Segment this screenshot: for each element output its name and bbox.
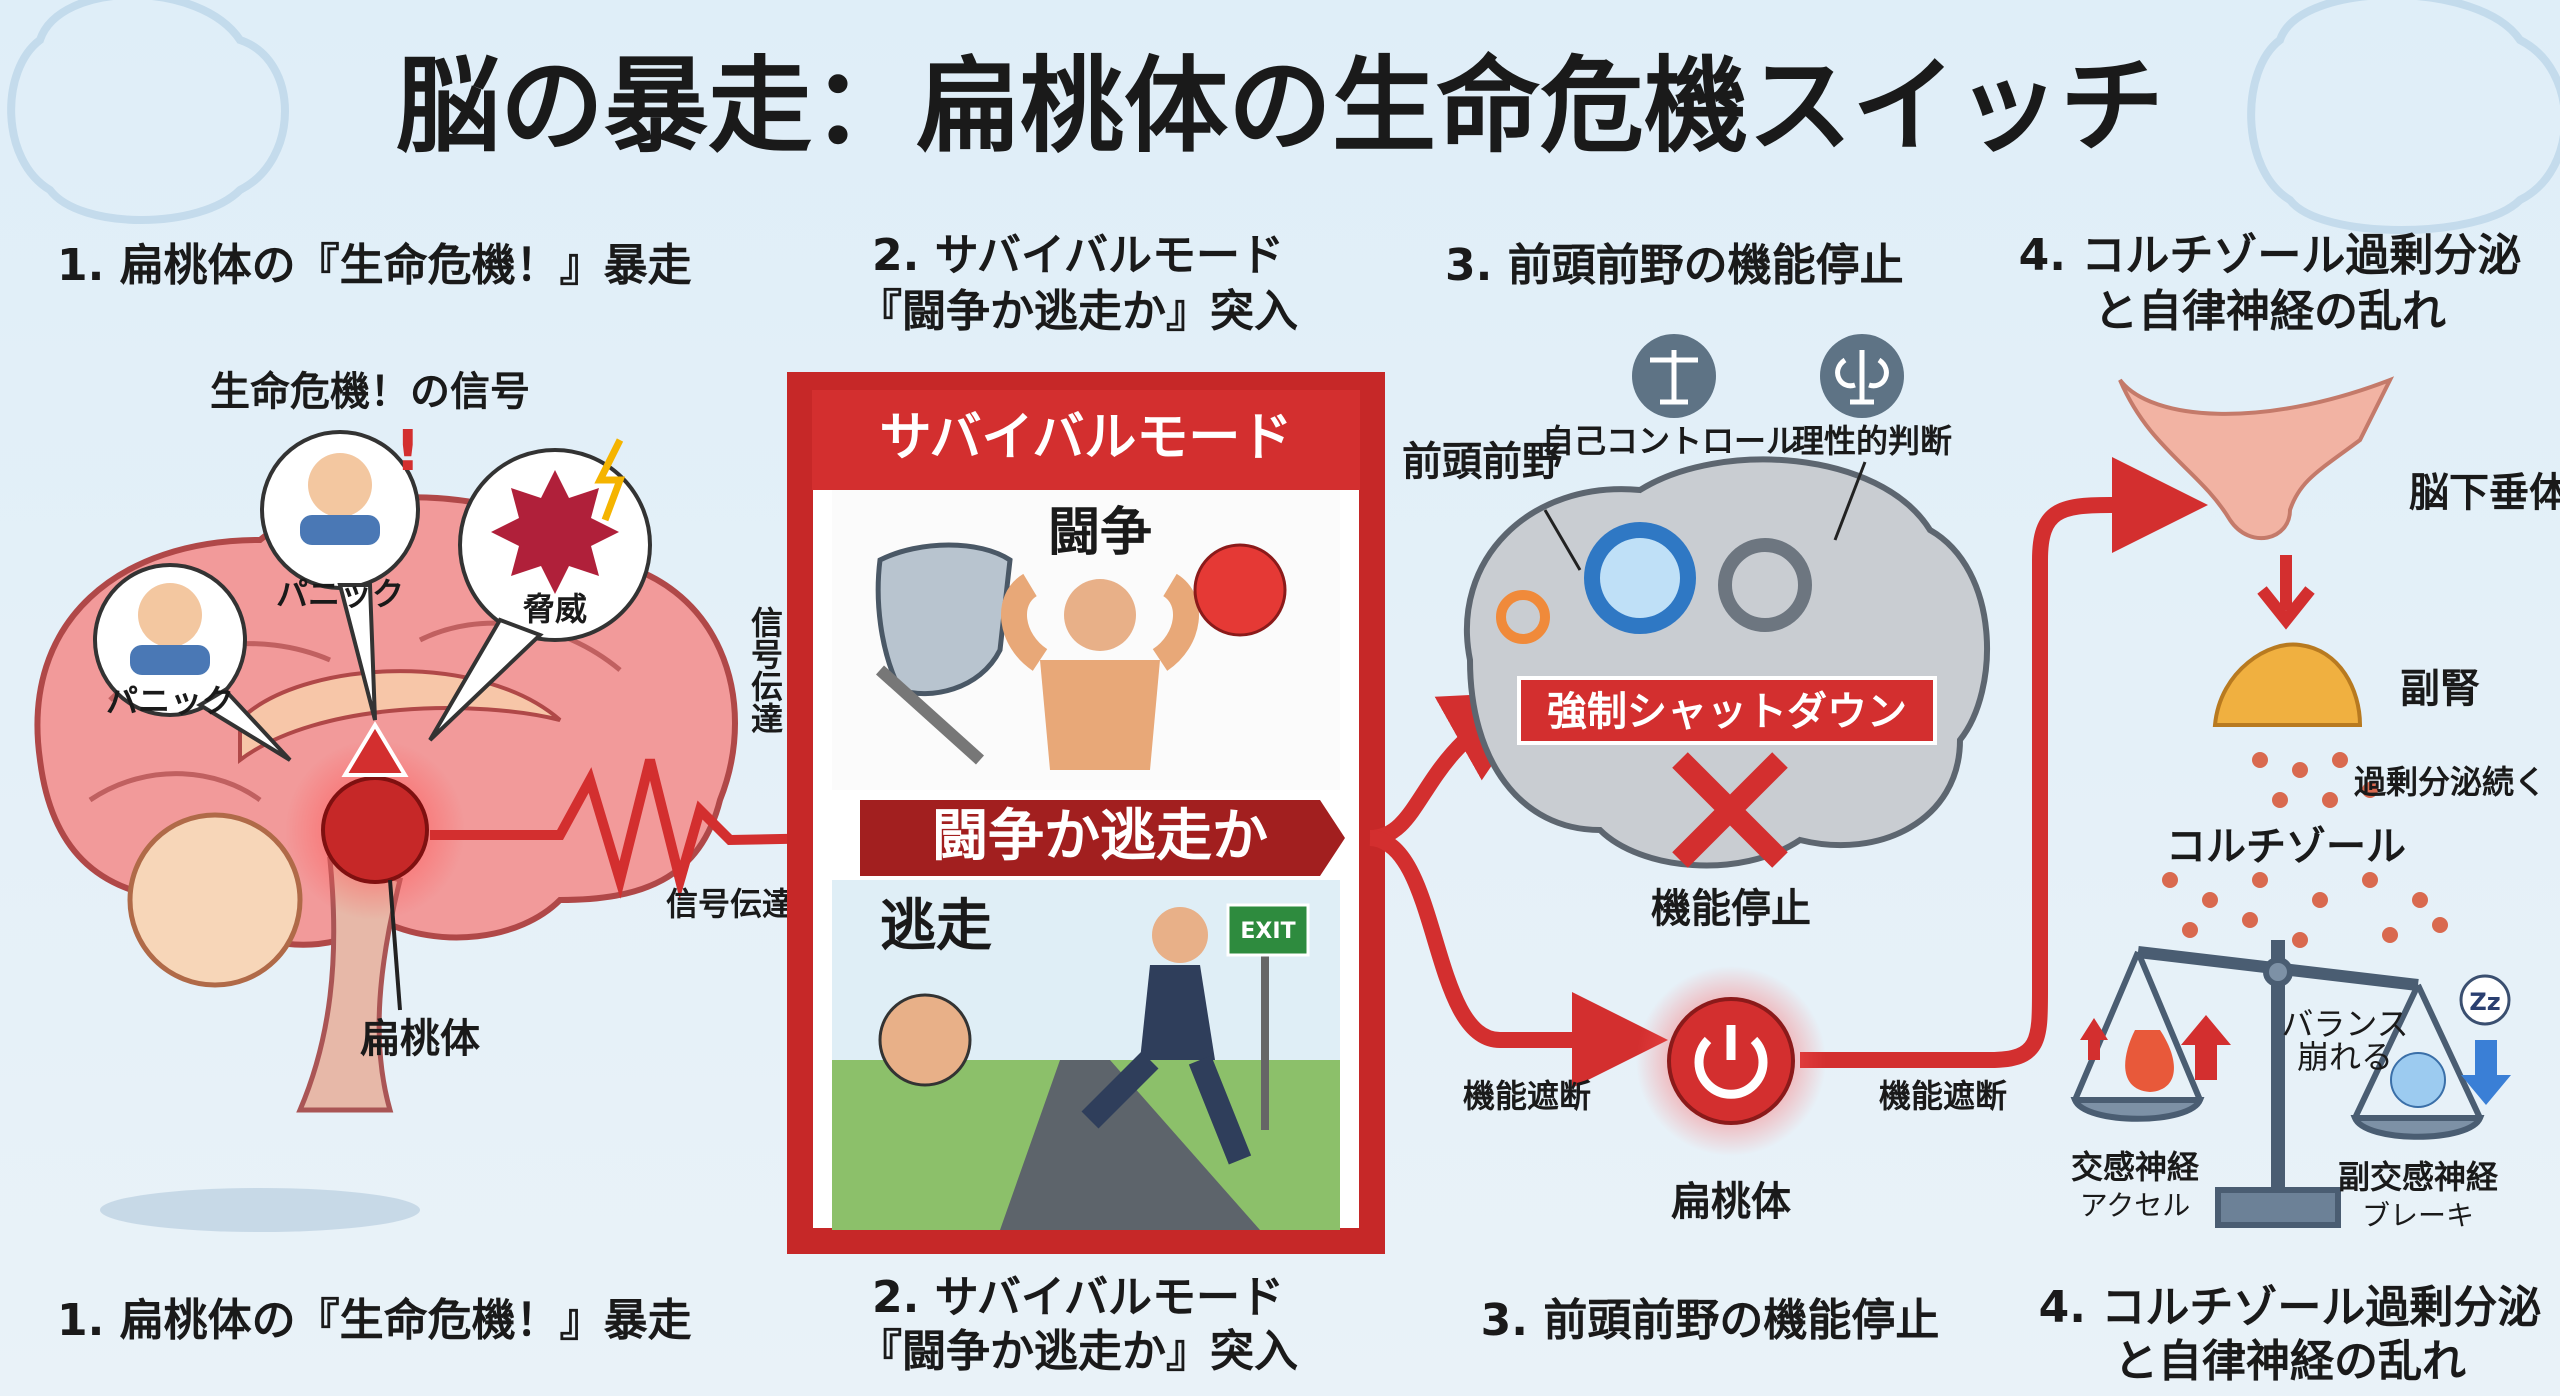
grey-gear-icon bbox=[1718, 538, 1812, 632]
balance-label-line2: 崩れる bbox=[2297, 1038, 2393, 1076]
decorative-brain-icon-right bbox=[2247, 0, 2560, 234]
fight-label: 闘争 bbox=[1048, 503, 1152, 563]
cutoff-label-right: 機能遮断 bbox=[1879, 1077, 2007, 1115]
exit-sign: EXIT bbox=[1226, 903, 1310, 1130]
section-2-heading-line1: 2. サバイバルモード bbox=[872, 230, 1284, 281]
section-2-heading-bottom-line2: 『闘争か逃走か』突入 bbox=[858, 1326, 1298, 1377]
parasympathetic-label: 副交感神経 bbox=[2338, 1158, 2499, 1196]
power-button-icon bbox=[1636, 966, 1826, 1156]
sword-icon bbox=[875, 665, 985, 765]
section-2-heading-bottom-line1: 2. サバイバルモード bbox=[872, 1272, 1284, 1323]
section-1-heading: 1. 扁桃体の『生命危機！』暴走 bbox=[57, 240, 692, 291]
panic-bubble-center: パニック ! bbox=[260, 419, 421, 721]
section-4-heading-line1: 4. コルチゾール過剰分泌 bbox=[2019, 230, 2522, 281]
down-arrow-icon bbox=[2257, 555, 2315, 630]
angry-man-face-icon bbox=[878, 993, 972, 1087]
section-3-heading: 3. 前頭前野の機能停止 bbox=[1445, 240, 1904, 291]
adrenal-label: 副腎 bbox=[2400, 666, 2480, 712]
virus-threat-icon bbox=[491, 470, 619, 594]
function-stop-label: 機能停止 bbox=[1651, 886, 1811, 932]
down-arrow-blue-icon bbox=[2461, 1040, 2511, 1105]
section-4-heading-bottom-line2: と自律神経の乱れ bbox=[2114, 1336, 2466, 1387]
fight-or-flight-label: 闘争か逃走か bbox=[932, 804, 1268, 869]
lightning-icon bbox=[594, 438, 626, 522]
amygdala-label: 扁桃体 bbox=[360, 1016, 480, 1062]
adrenal-gland-illustration bbox=[2212, 642, 2363, 727]
muscular-man-illustration bbox=[1001, 573, 1199, 770]
arrow-to-amygdala bbox=[1368, 830, 1668, 1088]
fight-or-flight-banner bbox=[860, 800, 1345, 876]
up-arrow-small-icon bbox=[2080, 1018, 2108, 1060]
secretion-continues-label: 過剰分泌続く bbox=[2354, 763, 2546, 801]
panic-label-2: パニック bbox=[276, 575, 404, 613]
rational-judgment-label: 理性的判断 bbox=[1792, 422, 1952, 460]
svg-text:信号伝達: 信号伝達 bbox=[746, 606, 784, 734]
running-businessman-illustration bbox=[1081, 907, 1252, 1165]
section-4-heading-bottom-line1: 4. コルチゾール過剰分泌 bbox=[2039, 1282, 2542, 1333]
signal-transmission-vertical-label: 信号伝達 bbox=[746, 606, 784, 734]
grey-brain-illustration bbox=[1463, 456, 1990, 869]
shadow bbox=[100, 1188, 420, 1232]
blue-gear-icon bbox=[1584, 522, 1696, 634]
danger-signal-title: 生命危機！の信号 bbox=[210, 369, 530, 415]
sympathetic-label: 交感神経 bbox=[2071, 1148, 2200, 1186]
page-title: 脳の暴走：扁桃体の生命危機スイッチ bbox=[396, 45, 2164, 167]
svg-text:EXIT: EXIT bbox=[1240, 919, 1295, 944]
section-3-heading-bottom: 3. 前頭前野の機能停止 bbox=[1481, 1295, 1940, 1346]
brain-scale-icon bbox=[1820, 334, 1904, 418]
decorative-brain-icon-left bbox=[7, 0, 289, 224]
panicked-person-icon bbox=[138, 583, 202, 647]
flight-label: 逃走 bbox=[880, 894, 992, 959]
worried-person-icon bbox=[308, 453, 372, 517]
pituitary-gland-illustration bbox=[2118, 376, 2395, 540]
section-1-heading-bottom: 1. 扁桃体の『生命危機！』暴走 bbox=[57, 1295, 692, 1346]
section-4-heading-line2: と自律神経の乱れ bbox=[2094, 286, 2446, 337]
survival-mode-banner: サバイバルモード bbox=[880, 408, 1293, 468]
exclamation-icon: ! bbox=[395, 419, 421, 484]
shield-icon bbox=[875, 542, 1013, 697]
x-mark-icon bbox=[1672, 752, 1788, 868]
section-2-heading-line2: 『闘争か逃走か』突入 bbox=[858, 286, 1298, 337]
accelerator-label: アクセル bbox=[2080, 1189, 2191, 1222]
cutoff-label-left: 機能遮断 bbox=[1463, 1077, 1591, 1115]
road bbox=[1000, 1060, 1260, 1230]
amygdala-label-panel3: 扁桃体 bbox=[1671, 1179, 1791, 1225]
balance-scale-illustration bbox=[2070, 940, 2485, 1228]
signal-transmission-label: 信号伝達 bbox=[666, 885, 794, 923]
panic-label-1: パニック bbox=[106, 682, 234, 720]
cortisol-label: コルチゾール bbox=[2166, 824, 2406, 870]
calm-face-icon bbox=[2390, 1052, 2446, 1108]
brake-label: ブレーキ bbox=[2362, 1199, 2474, 1232]
panic-bubble-left: パニック bbox=[93, 563, 292, 762]
amygdala-pointer bbox=[388, 879, 402, 1011]
forced-shutdown-badge bbox=[1517, 676, 1937, 745]
flame-character-icon bbox=[2125, 1030, 2174, 1092]
scales-of-justice-icon bbox=[1632, 334, 1716, 418]
pituitary-label: 脳下垂体 bbox=[2409, 470, 2560, 516]
balance-label-line1: バランス bbox=[2281, 1005, 2408, 1043]
small-gear-icon bbox=[1496, 590, 1550, 644]
svg-text:Zz: Zz bbox=[2469, 988, 2500, 1016]
warning-icon bbox=[341, 721, 409, 777]
up-arrow-large-icon bbox=[2181, 1015, 2231, 1080]
arrow-to-pituitary bbox=[1800, 457, 2208, 1068]
threat-bubble: 脅威 bbox=[428, 438, 652, 742]
self-control-label: 自己コントロール bbox=[1542, 422, 1798, 460]
prefrontal-cortex-label: 前頭前野 bbox=[1402, 439, 1562, 485]
angry-face-icon bbox=[1193, 543, 1287, 637]
forced-shutdown-label: 強制シャットダウン bbox=[1547, 689, 1907, 735]
signal-wave bbox=[430, 758, 831, 900]
threat-label: 脅威 bbox=[523, 590, 587, 628]
sleep-bubble-icon: Zz bbox=[2459, 974, 2511, 1026]
cortisol-particles bbox=[2162, 752, 2448, 948]
